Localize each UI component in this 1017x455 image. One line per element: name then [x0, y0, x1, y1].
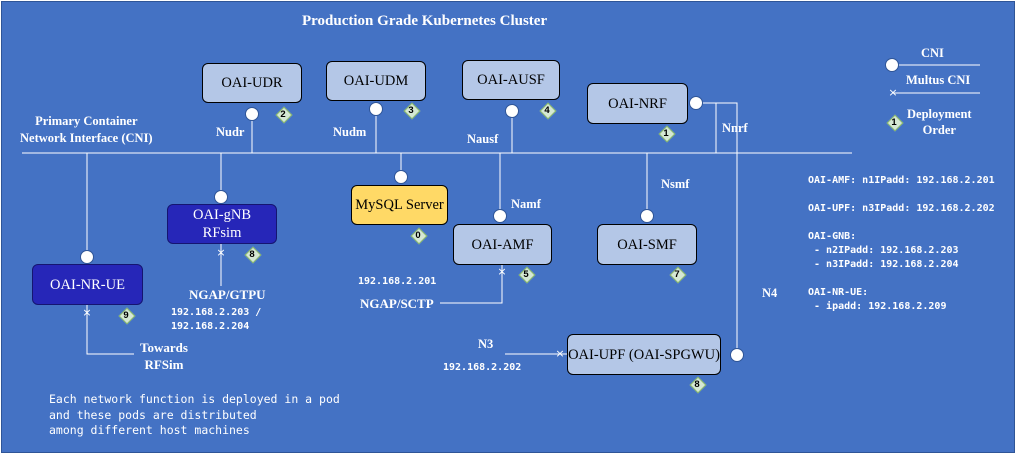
amf-multus-mark: ×: [497, 265, 507, 278]
nausf-label: Nausf: [467, 132, 499, 146]
upf-order-badge: 8: [690, 377, 705, 392]
n4-label: N4: [762, 286, 778, 300]
ip-table-gnb-n2: - n2IPadd: 192.168.2.203: [808, 245, 959, 256]
gnb-box[interactable]: OAI-gNB RFsim: [167, 204, 277, 244]
ue-multus-mark: ×: [82, 306, 92, 319]
ip-table-gnb: OAI-GNB:: [808, 231, 857, 242]
gnb-multus-mark: ×: [216, 246, 226, 259]
ip-table-gnb-n3: - n3IPadd: 192.168.2.204: [808, 259, 959, 270]
amf-box[interactable]: OAI-AMF: [453, 224, 552, 265]
smf-box[interactable]: OAI-SMF: [597, 224, 697, 265]
ip-table-amf: OAI-AMF: n1IPadd: 192.168.2.201: [808, 175, 995, 186]
legend-order-badge: 1: [887, 115, 902, 130]
nrf-upf-n4-line: [696, 102, 738, 354]
ausf-box[interactable]: OAI-AUSF: [462, 60, 560, 100]
nsmf-label: Nsmf: [661, 177, 690, 191]
mysql-order-badge: 0: [411, 228, 426, 243]
ip-table-ue-ip: - ipadd: 192.168.2.209: [808, 301, 947, 312]
n3-label: N3: [478, 337, 494, 351]
nnrf-label: Nnrf: [722, 121, 748, 135]
ip-table-ue: OAI-NR-UE:: [808, 287, 869, 298]
legend-cni-text: CNI: [921, 46, 944, 60]
upf-box[interactable]: OAI-UPF (OAI-SPGWU): [567, 334, 721, 375]
ue-rfsim-line: [86, 305, 134, 355]
gnb-order-badge: 8: [245, 247, 260, 262]
udm-cni-dot: [369, 102, 383, 116]
ngap-gtpu-label: NGAP/GTPU: [189, 287, 266, 302]
legend-multus-text: Multus CNI: [906, 73, 971, 87]
nrf-order-badge: 1: [659, 126, 674, 141]
diagram-title: Production Grade Kubernetes Cluster: [302, 13, 548, 29]
ausf-cni-dot: [505, 104, 519, 118]
legend-multus-mark: ×: [888, 86, 898, 99]
nudr-label: Nudr: [216, 125, 245, 139]
towards-rfsim-label: Towards RFSim: [140, 340, 188, 372]
nrf-box[interactable]: OAI-NRF: [587, 83, 688, 124]
mysql-cni-dot: [394, 170, 408, 184]
gnb-ip-label: 192.168.2.203 / 192.168.2.204: [171, 307, 262, 332]
udm-order-badge: 3: [404, 103, 419, 118]
upf-multus-mark: ×: [555, 347, 565, 360]
namf-label: Namf: [511, 197, 541, 211]
ip-table-upf: OAI-UPF: n3IPadd: 192.168.2.202: [808, 203, 995, 214]
amf-ngap-sctp-line: [440, 265, 503, 304]
mysql-box[interactable]: MySQL Server: [351, 185, 448, 225]
cni-label: Primary Container Network Interface (CNI…: [20, 114, 153, 145]
udm-box[interactable]: OAI-UDM: [326, 61, 426, 101]
nudm-label: Nudm: [333, 125, 367, 139]
ue-box[interactable]: OAI-NR-UE: [32, 264, 143, 305]
upf-ip-label: 192.168.2.202: [443, 362, 522, 373]
upf-n4-dot: [730, 348, 744, 362]
udr-order-badge: 2: [276, 107, 291, 122]
ue-cni-dot: [80, 250, 94, 264]
udr-box[interactable]: OAI-UDR: [202, 63, 302, 103]
amf-ip-label: 192.168.2.201: [358, 276, 437, 287]
amf-order-badge: 5: [519, 267, 534, 282]
legend-deployment-text: Deployment Order: [907, 107, 972, 137]
udr-cni-dot: [245, 107, 259, 121]
gnb-cni-dot: [214, 190, 228, 204]
ue-order-badge: 9: [119, 308, 134, 323]
smf-cni-dot: [640, 209, 654, 223]
smf-order-badge: 7: [670, 267, 685, 282]
ngap-sctp-label: NGAP/SCTP: [360, 296, 434, 311]
deployment-note: Each network function is deployed in a p…: [49, 392, 340, 437]
amf-cni-dot: [493, 209, 507, 223]
ausf-order-badge: 4: [540, 103, 555, 118]
nrf-multus-dot: [689, 96, 703, 110]
legend-cni-dot: [885, 58, 899, 72]
